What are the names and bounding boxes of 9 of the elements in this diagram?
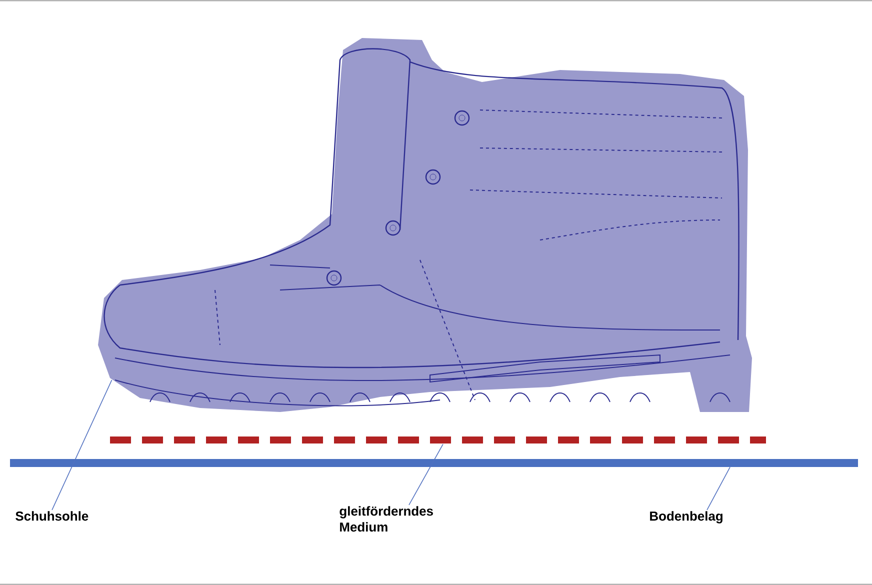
part-label: Bodenbelag — [650, 511, 722, 524]
part-label: gleitförderndes Medium — [340, 506, 433, 532]
dashed-medium-line — [110, 436, 766, 444]
leader-line — [52, 380, 112, 510]
shoe-sole — [114, 380, 730, 406]
leader-line — [408, 444, 444, 506]
floor-bar — [10, 459, 858, 467]
leader-line — [706, 466, 730, 510]
part-label: Schuhsohle — [16, 511, 88, 521]
